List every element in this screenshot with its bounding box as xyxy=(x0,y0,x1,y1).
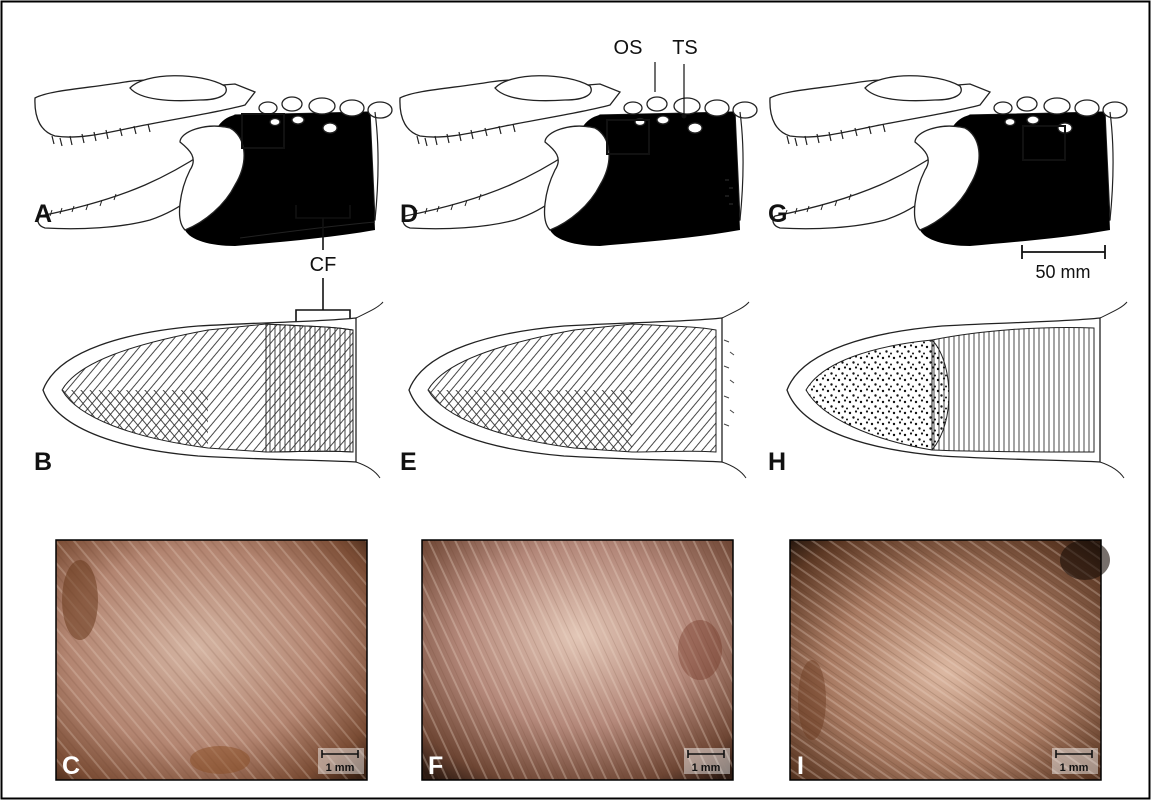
panel-label-i: I xyxy=(797,752,804,780)
panel-label-e: E xyxy=(400,448,417,476)
micro-scale-label-f: 1 mm xyxy=(692,762,721,774)
panel-label-h: H xyxy=(768,448,786,476)
panel-label-a: A xyxy=(34,200,52,228)
panel-label-g: G xyxy=(768,200,787,228)
micrograph-i xyxy=(790,540,1110,780)
micrograph-f xyxy=(422,540,733,780)
scale-bar-label: 50 mm xyxy=(1035,262,1090,282)
micro-scale-label-c: 1 mm xyxy=(326,762,355,774)
micro-scale-label-i: 1 mm xyxy=(1060,762,1089,774)
label-cf: CF xyxy=(310,254,337,276)
panel-label-c: C xyxy=(62,752,80,780)
panel-label-d: D xyxy=(400,200,418,228)
panel-label-b: B xyxy=(34,448,52,476)
panel-label-f: F xyxy=(428,752,443,780)
micrograph-c xyxy=(56,540,367,780)
label-ts: TS xyxy=(672,37,698,59)
label-os: OS xyxy=(614,37,643,59)
